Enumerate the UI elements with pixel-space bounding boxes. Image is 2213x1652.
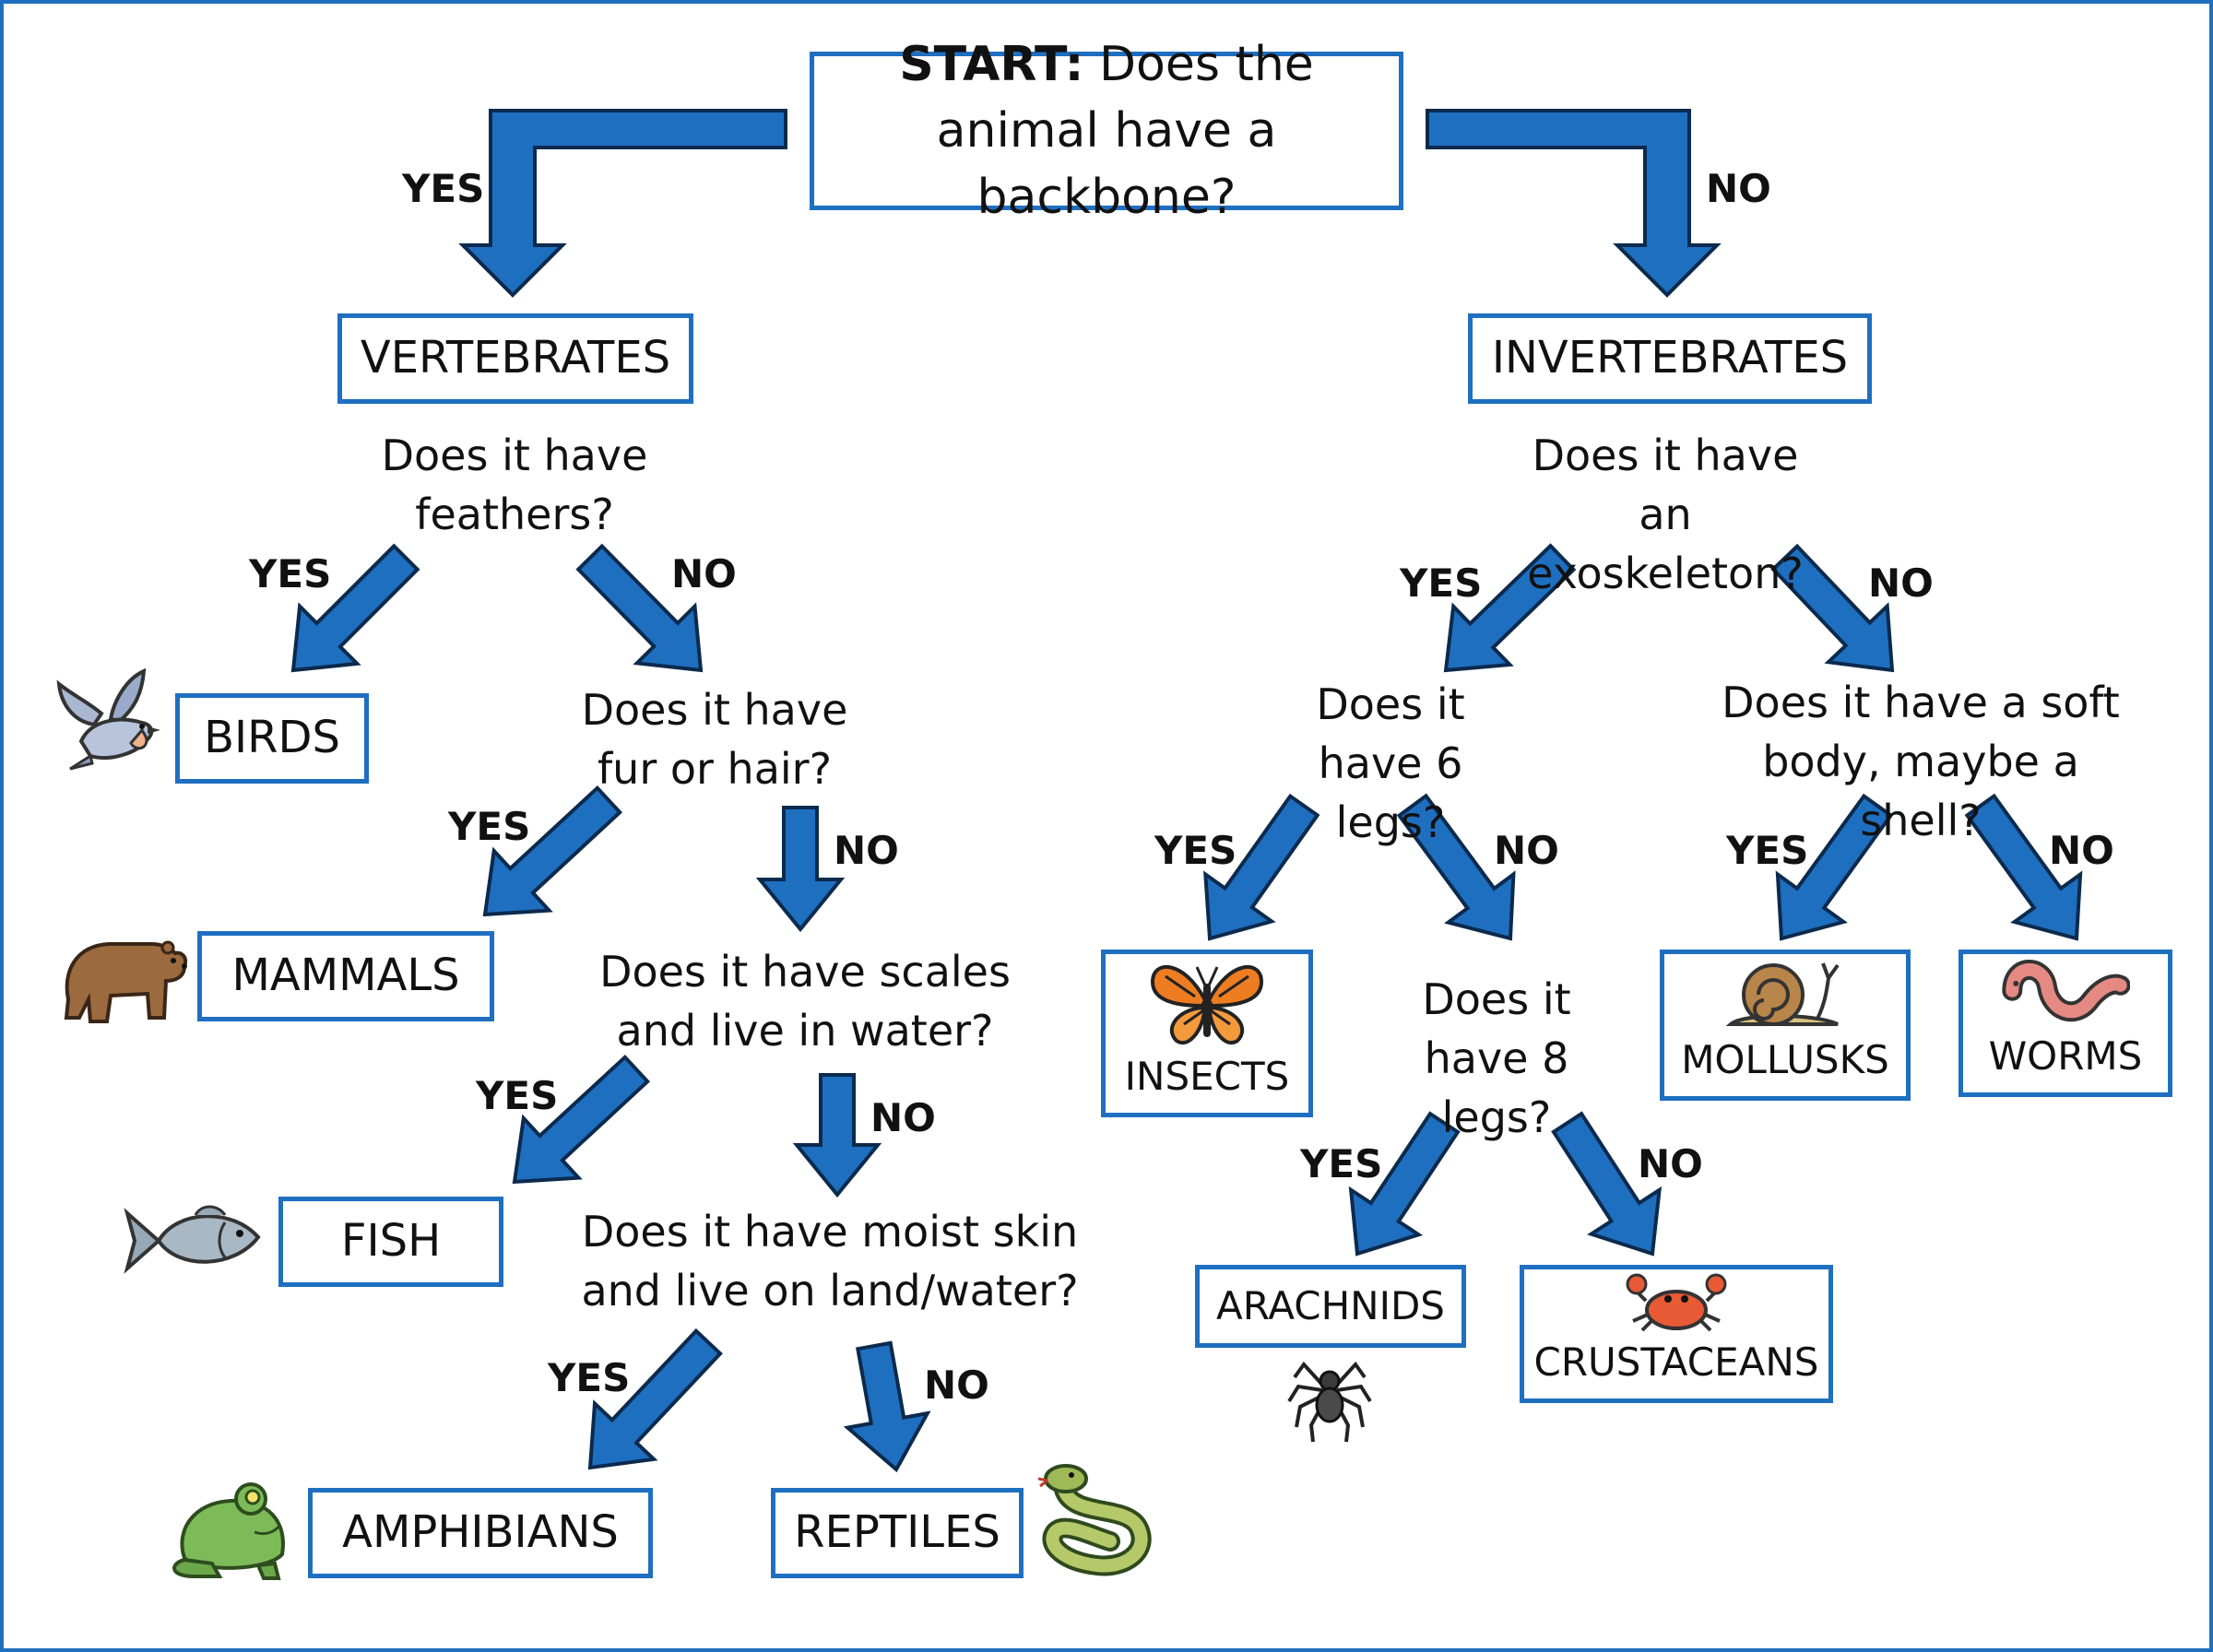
label-yes-eight-legs: YES	[1300, 1141, 1383, 1186]
start-prefix: START:	[899, 37, 1084, 92]
class-box-arachnids: ARACHNIDS	[1195, 1265, 1466, 1348]
class-label-reptiles: REPTILES	[794, 1506, 1000, 1559]
arrow-moist-yes	[587, 1328, 723, 1470]
label-yes-feathers: YES	[249, 551, 332, 596]
invertebrates-box: INVERTEBRATES	[1468, 313, 1872, 404]
arrow-six-legs-no	[1396, 793, 1516, 941]
label-no-exoskeleton: NO	[1868, 560, 1934, 606]
arrow-soft-body-yes	[1775, 793, 1894, 941]
label-no-six-legs: NO	[1494, 828, 1559, 873]
bird-icon	[56, 667, 160, 771]
class-label-arachnids: ARACHNIDS	[1216, 1282, 1445, 1328]
spider-icon	[1287, 1361, 1372, 1443]
question-soft-body: Does it have a soft body, maybe a shell?	[1722, 678, 2120, 845]
class-label-insects: INSECTS	[1124, 1053, 1290, 1099]
worm-icon	[2002, 960, 2130, 1022]
label-yes-moist: YES	[548, 1355, 631, 1400]
arrow-feathers-yes	[290, 543, 420, 673]
class-label-birds: BIRDS	[204, 712, 340, 764]
class-box-worms: WORMS	[1959, 950, 2172, 1097]
snail-icon	[1725, 962, 1840, 1026]
label-yes-scales: YES	[476, 1073, 559, 1118]
label-yes-start: YES	[402, 166, 485, 211]
arrow-start-no	[1426, 109, 1722, 298]
start-text: START: Does the animal have a backbone?	[814, 31, 1399, 230]
class-label-fish: FISH	[340, 1215, 442, 1268]
class-box-fish: FISH	[278, 1197, 503, 1287]
arrow-exoskeleton-no	[1770, 543, 1895, 673]
class-label-mammals: MAMMALS	[231, 950, 460, 1002]
label-no-eight-legs: NO	[1638, 1141, 1703, 1186]
arrow-exoskeleton-yes	[1443, 543, 1577, 673]
crab-icon	[1626, 1273, 1727, 1332]
snake-icon	[1037, 1464, 1152, 1576]
class-box-crustaceans: CRUSTACEANS	[1520, 1265, 1833, 1403]
vertebrates-box: VERTEBRATES	[337, 313, 693, 404]
label-yes-soft-body: YES	[1726, 828, 1809, 873]
question-fur: Does it have fur or hair?	[581, 685, 848, 794]
class-box-insects: INSECTS	[1101, 950, 1313, 1117]
fish-icon	[124, 1205, 261, 1274]
arrow-six-legs-yes	[1203, 793, 1320, 941]
class-label-mollusks: MOLLUSKS	[1681, 1036, 1889, 1082]
arrow-fur-yes	[482, 785, 623, 917]
arrow-soft-body-no	[1964, 793, 2083, 941]
butterfly-icon	[1150, 964, 1264, 1044]
label-yes-fur: YES	[448, 804, 531, 849]
class-label-crustaceans: CRUSTACEANS	[1533, 1339, 1819, 1385]
arrow-eight-legs-yes	[1348, 1111, 1461, 1257]
question-scales: Does it have scales and live in water?	[599, 947, 1011, 1056]
class-label-amphibians: AMPHIBIANS	[342, 1506, 619, 1559]
arrow-start-yes	[458, 109, 787, 298]
question-eight-legs: Does it have 8 legs?	[1422, 974, 1571, 1142]
label-yes-exoskeleton: YES	[1400, 560, 1483, 606]
label-yes-six-legs: YES	[1154, 828, 1237, 873]
question-six-legs: Does it have 6 legs?	[1316, 679, 1465, 847]
class-box-birds: BIRDS	[175, 693, 369, 784]
arrow-scales-yes	[512, 1054, 651, 1185]
question-feathers: Does it have feathers?	[381, 431, 648, 539]
frog-icon	[172, 1482, 285, 1580]
label-no-fur: NO	[834, 828, 899, 873]
arrow-eight-legs-no	[1551, 1111, 1663, 1257]
class-box-mammals: MAMMALS	[197, 931, 494, 1021]
label-no-feathers: NO	[671, 551, 737, 596]
class-box-amphibians: AMPHIBIANS	[308, 1488, 653, 1578]
question-moist: Does it have moist skin and live on land…	[581, 1207, 1079, 1316]
start-question: Does the animal have a backbone?	[936, 37, 1314, 225]
label-no-scales: NO	[870, 1095, 936, 1140]
arrow-feathers-no	[575, 543, 704, 673]
question-exoskeleton: Does it have an exoskeleton?	[1527, 431, 1804, 598]
arrow-moist-no	[843, 1340, 931, 1473]
class-box-reptiles: REPTILES	[771, 1488, 1024, 1578]
label-no-moist: NO	[924, 1363, 989, 1408]
label-no-soft-body: NO	[2049, 828, 2114, 873]
start-box: START: Does the animal have a backbone?	[810, 37, 1403, 225]
arrow-scales-no	[792, 1073, 882, 1198]
arrow-fur-no	[755, 806, 846, 933]
label-no-start: NO	[1706, 166, 1771, 211]
bear-icon	[64, 940, 187, 1023]
class-label-worms: WORMS	[1988, 1032, 2143, 1079]
class-box-mollusks: MOLLUSKS	[1660, 950, 1911, 1101]
